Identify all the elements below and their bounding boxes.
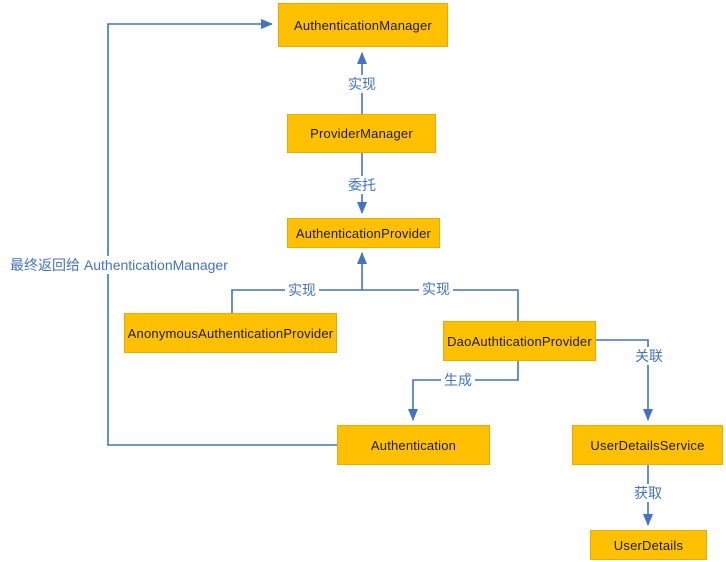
edge-label-implement-left: 实现 <box>285 280 319 300</box>
edge-label-implement-top: 实现 <box>345 74 379 94</box>
edge-label-associate: 关联 <box>632 346 666 366</box>
edge-daoprovider-to-userdetailsservice <box>596 339 653 421</box>
node-authentication-manager: AuthenticationManager <box>278 3 448 47</box>
edge-label-delegate: 委托 <box>345 175 379 195</box>
edge-label-implement-right: 实现 <box>419 279 453 299</box>
node-authentication: Authentication <box>337 425 490 465</box>
node-anonymous-authentication-provider: AnonymousAuthenticationProvider <box>124 313 337 353</box>
node-provider-manager: ProviderManager <box>287 114 436 153</box>
node-user-details: UserDetails <box>590 530 707 560</box>
edge-daoprovider-to-authentication <box>408 361 519 421</box>
edge-daoprovider-to-authenticationprovider <box>362 289 519 321</box>
edge-label-return-note: 最终返回给 AuthenticationManager <box>8 255 230 275</box>
node-dao-authtication-provider: DaoAuthticationProvider <box>443 321 596 361</box>
node-authentication-provider: AuthenticationProvider <box>287 218 440 248</box>
edge-label-generate: 生成 <box>441 370 475 390</box>
edge-authentication-return-to-authenticationmanager <box>107 19 337 446</box>
node-user-details-service: UserDetailsService <box>572 425 723 465</box>
edge-label-obtain: 获取 <box>631 483 665 503</box>
